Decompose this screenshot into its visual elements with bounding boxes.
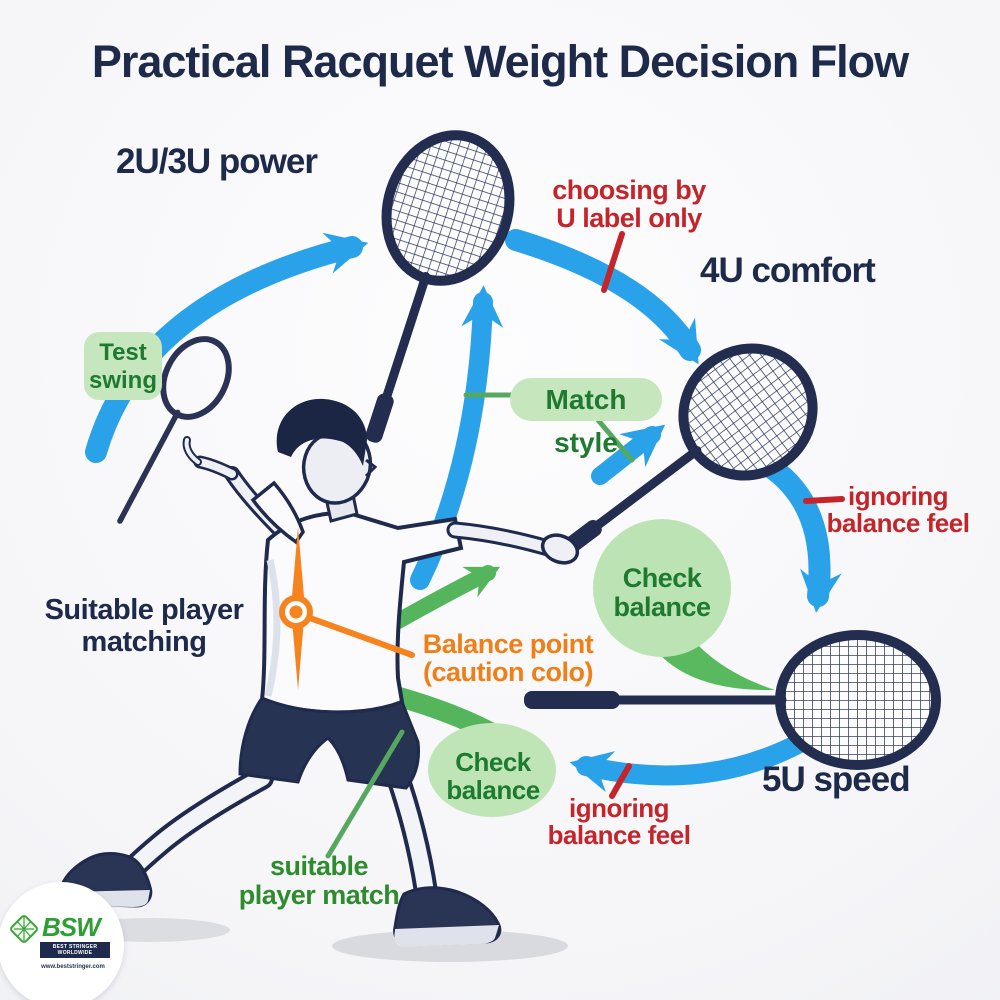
label-suitable-player-match: suitable player match	[238, 851, 400, 911]
player-hair	[276, 398, 367, 466]
flow-arrow	[505, 229, 701, 365]
bsw-logo: BSW BEST STRINGER WORLDWIDE www.beststri…	[0, 882, 124, 1000]
label-balance-point: Balance point (caution colo)	[422, 629, 594, 688]
label-suitable-player-matching: Suitable player matching	[44, 594, 244, 659]
shuttlecock-logo-icon	[10, 915, 38, 943]
logo-website: www.beststringer.com	[41, 964, 105, 970]
balance-point-marker-icon	[279, 527, 313, 690]
label-5u-speed: 5U speed	[762, 760, 911, 799]
badge-test-swing: Test swing	[84, 332, 162, 401]
test-swing-racquet-icon	[117, 336, 232, 524]
label-choosing-by-u-label: choosing by U label only	[552, 175, 706, 234]
label-ignoring-balance-feel-right: ignoring balance feel	[826, 481, 970, 539]
badge-match-style: Match style	[510, 378, 662, 458]
racquet-4u-icon	[550, 343, 818, 563]
red-pointer	[601, 231, 625, 293]
flow-arrow	[85, 232, 369, 463]
label-4u-comfort: 4U comfort	[700, 251, 876, 290]
logo-name: BSW	[42, 912, 101, 942]
green-pointer	[595, 417, 635, 463]
player-hand	[540, 533, 580, 565]
label-check-balance-top: Check balance	[613, 563, 711, 623]
label-2u3u-power: 2U/3U power	[116, 142, 318, 181]
racquet-2u3u-icon	[365, 130, 515, 443]
green-pointer	[325, 729, 405, 859]
red-pointer	[609, 763, 632, 799]
flow-arrow	[761, 457, 842, 613]
logo-tagline: BEST STRINGER WORLDWIDE	[40, 942, 110, 958]
racquet-5u-icon	[524, 630, 941, 770]
label-ignoring-balance-feel-bottom: ignoring balance feel	[547, 793, 691, 851]
orange-pointer	[307, 615, 415, 658]
flow-arrows-blue	[85, 229, 844, 793]
pointer-lines	[307, 231, 845, 859]
player-figure	[59, 398, 580, 947]
page-title: Practical Racquet Weight Decision Flow	[91, 36, 909, 87]
label-check-balance-bottom: Check balance	[446, 747, 540, 806]
speech-bubble-check-top	[593, 519, 775, 691]
speech-bubble-check-bottom	[428, 723, 556, 817]
red-pointer	[803, 496, 845, 504]
